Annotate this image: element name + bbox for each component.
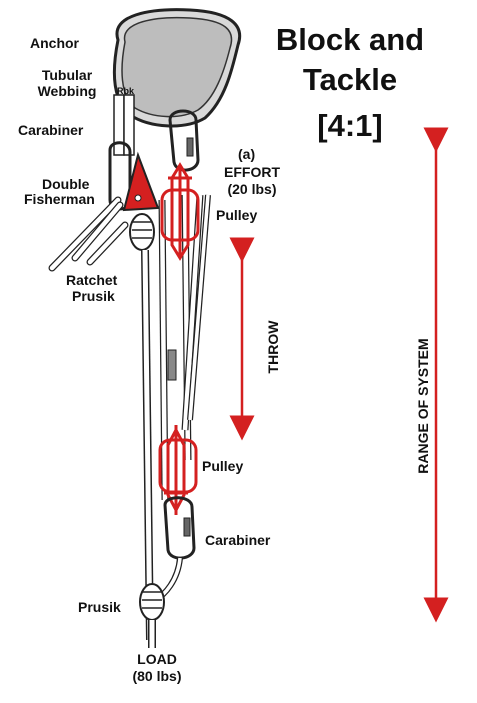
label-anchor: Anchor bbox=[30, 35, 79, 51]
bottom-pulley bbox=[158, 425, 198, 515]
tubular-webbing bbox=[113, 94, 135, 156]
label-pulley-bottom: Pulley bbox=[202, 458, 244, 474]
title-line-3: [4:1] bbox=[317, 108, 383, 143]
label-fisherman: Fisherman bbox=[24, 191, 95, 207]
double-fisherman-tails bbox=[48, 196, 129, 272]
label-load: LOAD bbox=[137, 651, 177, 667]
label-pulley-top: Pulley bbox=[216, 207, 258, 223]
label-range-of-system: RANGE OF SYSTEM bbox=[415, 338, 431, 474]
label-carabiner-bottom: Carabiner bbox=[205, 532, 271, 548]
label-prusik-ratchet: Prusik bbox=[72, 288, 115, 304]
label-rbk: Rbk bbox=[117, 86, 135, 96]
title-line-1: Block and bbox=[275, 22, 425, 57]
label-carabiner-top: Carabiner bbox=[18, 122, 84, 138]
label-webbing: Webbing bbox=[37, 83, 97, 99]
label-load-value: (80 lbs) bbox=[132, 668, 182, 684]
label-tubular: Tubular bbox=[41, 67, 93, 83]
label-effort-value: (20 lbs) bbox=[227, 181, 277, 197]
ratchet-prusik-knot bbox=[129, 213, 155, 251]
label-a: (a) bbox=[238, 146, 256, 162]
top-pulley bbox=[160, 162, 200, 261]
label-double: Double bbox=[42, 176, 90, 192]
title-line-2: Tackle bbox=[302, 62, 398, 97]
label-prusik: Prusik bbox=[78, 599, 121, 615]
label-throw: THROW bbox=[265, 320, 281, 374]
bottom-prusik-knot bbox=[139, 583, 165, 648]
label-effort: EFFORT bbox=[224, 164, 280, 180]
ratchet-pulley bbox=[122, 151, 160, 212]
label-ratchet: Ratchet bbox=[66, 272, 118, 288]
